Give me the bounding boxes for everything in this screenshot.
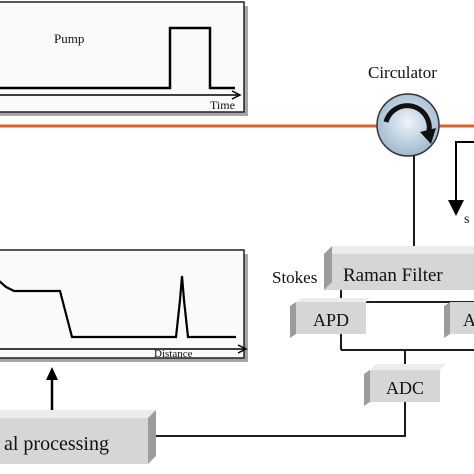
raman-filter-front: [324, 254, 474, 290]
signal-processing-block: al processing: [0, 410, 156, 464]
pump-plot-panel: Pump Time: [0, 1, 248, 116]
trace-plot-panel: Distance: [0, 249, 248, 362]
adc-top: [370, 364, 446, 370]
raman-filter-side: [324, 246, 332, 290]
apd-left-front: [296, 302, 366, 334]
processing-top: [0, 410, 156, 418]
processing-to-plot-arrowhead: [46, 367, 58, 380]
pump-label: Pump: [54, 31, 84, 46]
circulator-rotation-arrow: [383, 103, 432, 136]
raman-filter-top: [324, 246, 474, 254]
raman-filter-label: Raman Filter: [343, 265, 443, 286]
trace-backscatter-curve: [0, 275, 236, 339]
adc-side: [364, 370, 370, 406]
apd-left-side: [290, 302, 296, 338]
circulator-arrowhead-icon: [420, 128, 436, 144]
pump-axis-label: Time: [210, 98, 235, 112]
pump-axis-arrowhead: [231, 90, 242, 100]
trace-axis-label: Distance: [154, 348, 193, 360]
apd-right-label: A: [463, 310, 474, 330]
processing-label: al processing: [4, 433, 109, 455]
apd-left-top: [296, 298, 370, 302]
adc-block: ADC: [364, 364, 446, 406]
adc-to-processing-line: [156, 402, 406, 437]
stokes-label: Stokes: [272, 268, 317, 287]
trace-panel-frame: [0, 249, 245, 359]
apd-right-block: A: [444, 302, 474, 338]
apd-right-front: [450, 302, 474, 334]
circulator: Circulator: [368, 63, 440, 157]
apd-left-label: APD: [313, 310, 349, 330]
side-arrow: [448, 141, 474, 216]
pump-panel-frame: [0, 1, 245, 113]
pump-pulse-trace: [0, 26, 235, 90]
processing-front: [0, 418, 148, 464]
processing-side: [148, 410, 156, 464]
apd-right-side: [444, 302, 450, 338]
side-label: s: [464, 212, 469, 227]
adc-label: ADC: [386, 378, 424, 398]
apd-left-block: APD: [290, 298, 370, 338]
trace-axis-arrowhead: [237, 344, 248, 354]
circulator-label: Circulator: [368, 63, 437, 82]
adc-front: [370, 370, 440, 402]
raman-filter-block: Raman Filter: [324, 246, 474, 290]
